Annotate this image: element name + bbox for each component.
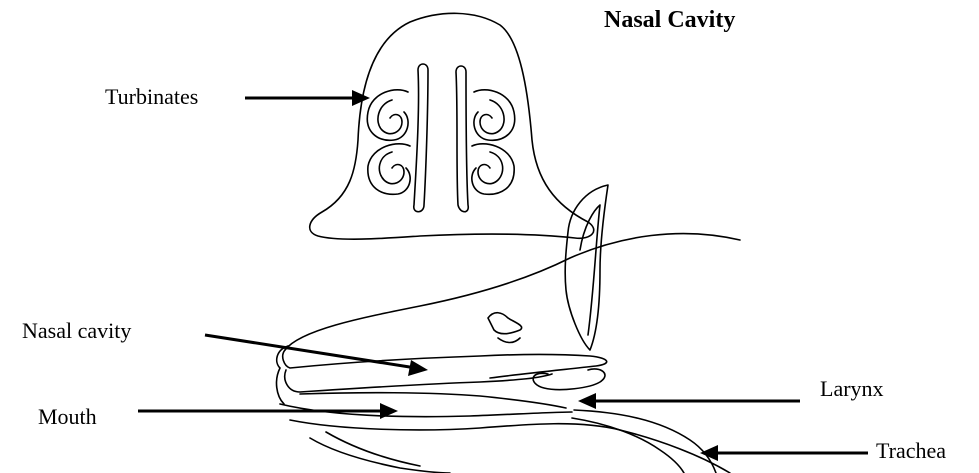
arrows bbox=[138, 90, 868, 461]
diagram-title: Nasal Cavity bbox=[604, 8, 735, 32]
left-channel bbox=[414, 64, 428, 212]
arrowhead-larynx bbox=[578, 393, 596, 409]
turbinate-left-upper bbox=[378, 100, 402, 134]
nostril-dots bbox=[498, 338, 520, 343]
arrow-nasal-cavity bbox=[205, 335, 416, 368]
turbinate-right-upper bbox=[480, 100, 504, 134]
nose-front-view bbox=[310, 13, 594, 239]
label-nasal-cavity: Nasal cavity bbox=[22, 320, 131, 342]
nose-outline bbox=[310, 13, 594, 239]
oral-cavity-upper bbox=[300, 393, 566, 408]
jaw-inner-2 bbox=[326, 432, 420, 466]
turbinate-left-lower bbox=[379, 152, 404, 184]
nasal-floor bbox=[285, 370, 552, 392]
arrowhead-nasal-cavity bbox=[408, 360, 428, 376]
trachea-lower-wall bbox=[572, 418, 684, 473]
nostril-blob bbox=[488, 313, 522, 334]
epiglottis-flap bbox=[565, 185, 608, 350]
label-turbinates: Turbinates bbox=[105, 86, 198, 108]
right-channel bbox=[456, 66, 468, 212]
label-mouth: Mouth bbox=[38, 406, 97, 428]
head-side-view bbox=[277, 185, 740, 473]
label-larynx: Larynx bbox=[820, 378, 884, 400]
turbinate-right-lower bbox=[478, 152, 503, 184]
label-trachea: Trachea bbox=[876, 440, 946, 462]
